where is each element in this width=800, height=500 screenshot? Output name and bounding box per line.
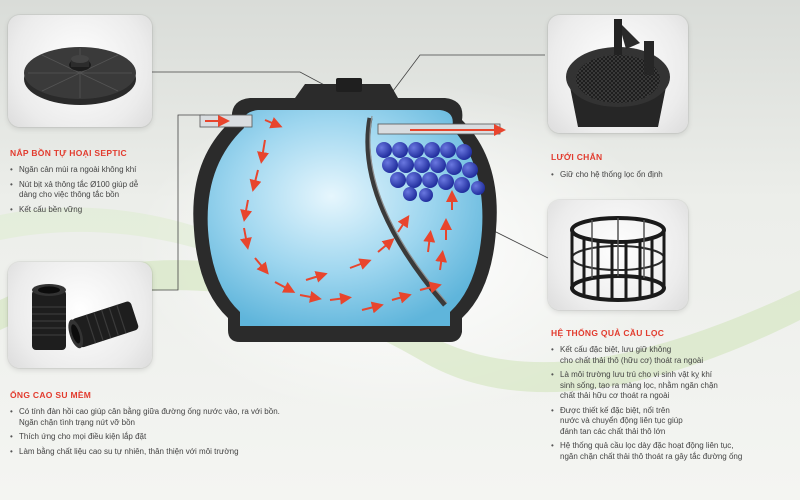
flow-arrows — [205, 115, 506, 314]
filter-balls-title: HỆ THỐNG QUẢ CẦU LỌC — [551, 328, 665, 338]
list-item: Giữ cho hệ thống lọc ổn định — [551, 170, 663, 181]
list-item: Là môi trường lưu trú cho vi sinh vật kỵ… — [551, 370, 742, 381]
soft-pipe-title: ỐNG CAO SU MỀM — [10, 390, 92, 400]
list-item: đánh tan các chất thải thô lớn — [560, 426, 666, 436]
list-item: chất thải hữu cơ thoát ra ngoài — [560, 391, 670, 400]
list-item: dàng cho việc thông tắc bồn — [19, 190, 120, 199]
septic-lid-title: NẮP BỒN TỰ HOẠI SEPTIC — [10, 148, 127, 158]
list-item: Có tính đàn hồi cao giúp cân bằng giữa đ… — [10, 407, 280, 418]
list-item: sinh sống, tạo ra màng lọc, nhằm ngăn ch… — [560, 380, 718, 390]
list-item: Nút bịt xả thông tắc Ø100 giúp dễ — [10, 180, 138, 191]
list-item: Ngăn chặn tình trạng nứt vỡ bồn — [19, 417, 136, 427]
soft-pipe-image — [32, 284, 139, 350]
filter-mesh-panel — [548, 15, 688, 133]
list-item: Kết cấu bền vững — [10, 205, 138, 216]
filter-mesh-image — [566, 19, 670, 127]
list-item: Kết cấu đặc biệt, lưu giữ không — [551, 345, 742, 356]
filter-mesh-bullets: Giữ cho hệ thống lọc ổn định — [551, 170, 663, 185]
list-item: ngăn chặn chất thải thô thoát ra gây tắc… — [560, 451, 743, 461]
soft-pipe-bullets: Có tính đàn hồi cao giúp cân bằng giữa đ… — [10, 407, 280, 461]
septic-lid-image — [24, 47, 136, 105]
list-item: Làm bằng chất liệu cao su tự nhiên, thân… — [10, 447, 280, 458]
septic-lid-panel — [8, 15, 152, 127]
filter-balls-bullets: Kết cấu đặc biệt, lưu giữ không cho chất… — [551, 345, 742, 466]
filter-ball-image — [570, 216, 666, 302]
list-item: nước và chuyển động liên tục giúp — [560, 416, 683, 425]
filter-balls-cluster — [376, 142, 485, 202]
soft-pipe-panel — [8, 262, 152, 368]
septic-lid-bullets: Ngăn cản mùi ra ngoài không khí Nút bịt … — [10, 165, 138, 219]
list-item: Được thiết kế đặc biệt, nổi trên — [551, 406, 742, 417]
filter-balls-panel — [548, 200, 688, 310]
list-item: Thích ứng cho mọi điều kiện lắp đặt — [10, 432, 280, 443]
list-item: cho chất thải thô (hữu cơ) thoát ra ngoà… — [560, 355, 704, 365]
list-item: Ngăn cản mùi ra ngoài không khí — [10, 165, 138, 176]
list-item: Hệ thống quả cầu lọc dày đặc hoạt động l… — [551, 441, 742, 452]
filter-mesh-title: LƯỚI CHẮN — [551, 152, 603, 162]
